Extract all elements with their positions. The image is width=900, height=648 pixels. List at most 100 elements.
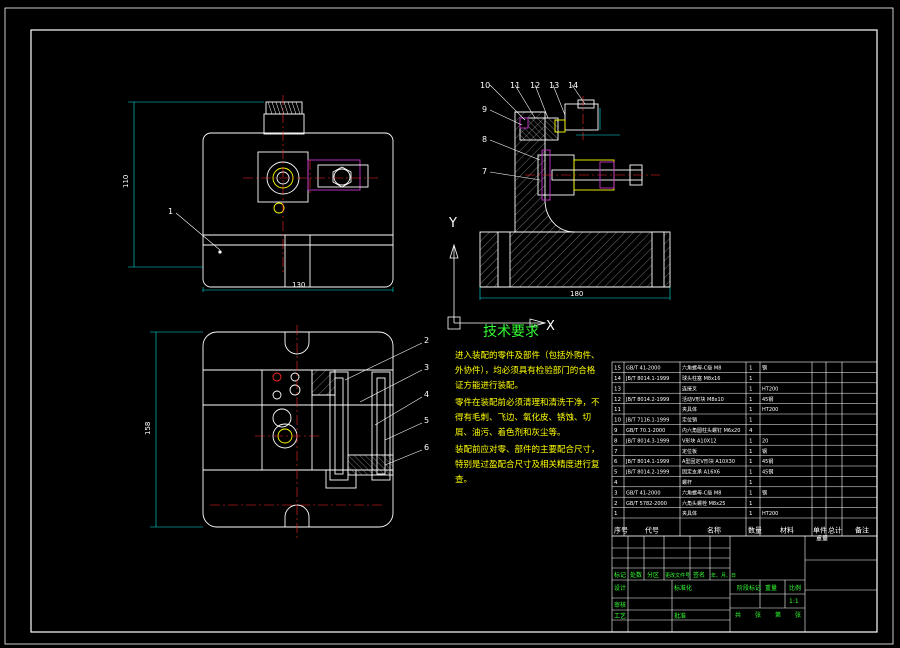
bottom-view-dimensions [150,331,203,528]
balloon-10: 10 [480,81,490,90]
bom-cell-no: 15 [614,366,621,372]
bom-cell-name: 球头柱塞 M8x16 [682,375,720,382]
bom-header-cell: 总计 [828,525,842,534]
bom-cell-qty: 1 [749,511,753,517]
bom-cell-qty: 1 [749,449,753,455]
bom-cell-no: 4 [614,480,618,486]
inner-frame [30,29,878,633]
bom-cell-no: 11 [614,407,621,413]
bom-header-cell: 数量 [748,525,762,534]
bom-cell-code: GB/T 5782-2000 [626,501,667,507]
bom-cell-code: JB/T 8014.2-1999 [625,470,669,476]
tech-line: 装配前应对零、部件的主要配合尺寸， [455,444,600,455]
bom-cell-code: JB/T 8014.3-1999 [625,438,669,444]
bom-cell-qty: 1 [749,397,753,403]
side-view-leaders [489,84,586,181]
bom-cell-code: GB/T 70.1-2000 [626,428,665,434]
bom-cell-material: 45钢 [762,469,773,476]
bom-header-weight: 重量 [816,534,828,542]
tech-requirements-lines: 进入装配的零件及部件（包括外购件、 外协件），均必须具有检验部门的合格 证方能进… [455,350,600,485]
tech-line: 证方能进行装配。 [455,380,523,391]
balloon-12: 12 [530,81,540,90]
tb-scale-value: 1:1 [789,598,799,605]
tb-count: 处数 [630,571,642,579]
tech-line: 进入装配的零件及部件（包括外购件、 [455,350,600,361]
bom-header-cell: 序号 [614,525,628,534]
bom-header-cell: 单件 [813,525,827,534]
title-block[interactable] [611,535,878,633]
ucs-y-label: Y [448,216,457,231]
top-view-body [202,132,394,288]
bom-cell-qty: 1 [749,438,753,444]
tb-weight: 重量 [765,584,777,592]
bom-cell-name: 定位销 [682,417,697,424]
bom-cell-material: 钢 [762,448,767,455]
bom-cell-no: 2 [614,501,618,507]
balloon-1: 1 [168,207,173,216]
title-block-labels: 标记 处数 分区 更改文件号 签名 年、月、日 设计 标准化 审核 工艺 批准 … [614,571,801,620]
bom-cell-no: 7 [614,449,618,455]
bom-cell-name: 固定支承 A16X6 [682,469,720,476]
side-view[interactable] [479,99,671,288]
tb-sign: 签名 [693,571,705,579]
bom-cell-code: JB/T 7116.1-1999 [625,418,669,424]
bom-cell-name: 六角头螺栓 M8x25 [682,500,725,507]
tb-total: 共 [735,611,741,619]
bom-cell-material: 20 [762,438,768,444]
balloon-14: 14 [568,81,578,90]
side-view-base [479,231,671,288]
top-view-centerlines [243,95,378,272]
bom-cell-qty: 4 [749,428,753,434]
top-view-dim-height: 110 [122,175,130,188]
bom-header-cell: 备注 [855,525,869,534]
bom-cell-material: 45钢 [762,396,773,403]
tech-line: 特别是过盈配合尺寸及相关精度进行复 [455,459,600,470]
bom-cell-code: JB/T 8014.1-1999 [625,376,669,382]
bom-cell-material: HT200 [762,511,778,517]
bom-cell-name: 夹具体 [682,510,697,517]
bom-cell-material: HT200 [762,386,778,392]
bom-cell-no: 10 [614,418,621,424]
balloon-3: 3 [424,363,429,372]
bom-cell-name: 定位板 [682,448,697,455]
bom-cell-name: 连接叉 [682,385,697,392]
balloon-9: 9 [482,105,487,114]
bom-cell-qty: 1 [749,386,753,392]
side-view-dimensions [479,108,671,300]
tb-standardize: 标准化 [674,584,692,592]
tb-scale: 比例 [789,584,801,592]
top-view[interactable] [202,101,394,288]
tb-page: 第 [775,611,781,619]
tb-zone: 分区 [647,571,659,579]
balloon-2: 2 [424,336,429,345]
bom-cell-code: GB/T 41-2000 [626,366,661,372]
bom-cell-qty: 1 [749,490,753,496]
bom-table[interactable] [611,361,878,537]
top-view-dim-width: 130 [292,281,305,289]
tb-sheets: 张 [755,611,761,619]
balloon-6: 6 [424,443,429,452]
tb-date: 年、月、日 [711,572,736,579]
balloon-8: 8 [482,135,487,144]
tech-line: 屑、油污、着色剂和灰尘等。 [455,427,566,438]
bom-cell-qty: 1 [749,470,753,476]
bom-cell-no: 1 [614,511,618,517]
bottom-view[interactable] [202,331,394,528]
bom-cell-code: GB/T 41-2000 [626,490,661,496]
bom-cell-name: 活动V形块 M8x10 [682,396,724,403]
bom-cell-no: 6 [614,459,618,465]
tb-mark: 标记 [614,571,626,579]
bom-cell-material: 钢 [762,489,767,496]
bom-cell-name: 螺杆 [682,479,692,486]
outer-frame [4,7,894,645]
bom-cell-qty: 1 [749,459,753,465]
bom-header-cell: 代号 [645,525,659,534]
bom-cell-qty: 1 [749,501,753,507]
balloon-7: 7 [482,167,487,176]
tech-line: 查。 [455,474,472,485]
side-view-dim-width: 180 [570,290,583,298]
tb-sheet: 张 [795,611,801,619]
tech-line: 外协件），均必须具有检验部门的合格 [455,365,596,376]
